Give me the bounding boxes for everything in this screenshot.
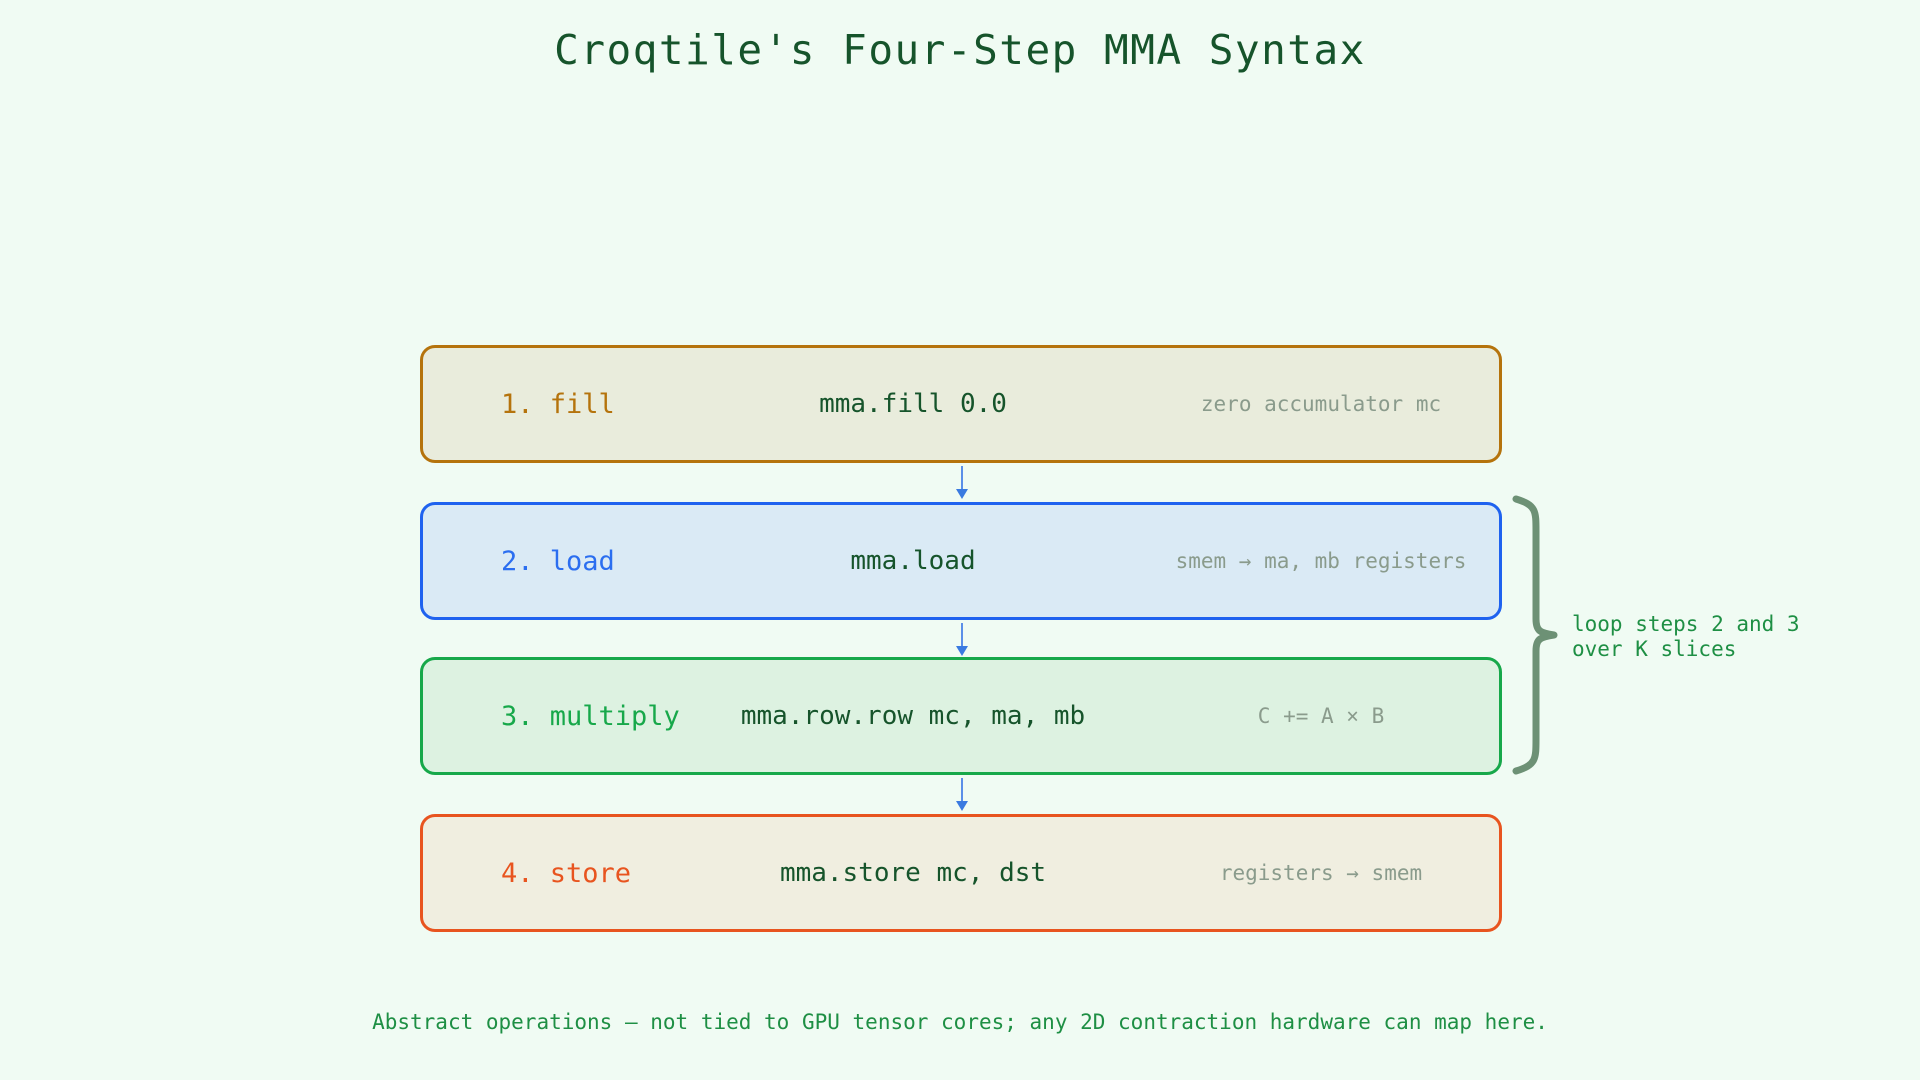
- step-label-store: 4. store: [501, 857, 632, 889]
- step-label-load: 2. load: [501, 545, 615, 577]
- step-code-fill: mma.fill 0.0: [819, 389, 1007, 419]
- step-box-store[interactable]: 4. store mma.store mc, dst registers → s…: [420, 814, 1502, 932]
- loop-annotation-line2: over K slices: [1572, 637, 1737, 661]
- down-arrow-icon-1: [956, 466, 968, 499]
- step-note-multiply: C += A × B: [1257, 704, 1385, 728]
- page-title: Croqtile's Four-Step MMA Syntax: [554, 26, 1366, 74]
- step-note-load: smem → ma, mb registers: [1175, 549, 1467, 573]
- step-box-load[interactable]: 2. load mma.load smem → ma, mb registers: [420, 502, 1502, 620]
- step-label-fill: 1. fill: [501, 388, 615, 420]
- step-box-multiply[interactable]: 3. multiply mma.row.row mc, ma, mb C += …: [420, 657, 1502, 775]
- down-arrow-icon-3: [956, 778, 968, 811]
- footer-note: Abstract operations — not tied to GPU te…: [372, 1010, 1548, 1034]
- step-note-fill: zero accumulator mc: [1200, 392, 1442, 416]
- step-code-multiply: mma.row.row mc, ma, mb: [740, 701, 1086, 731]
- down-arrow-icon-2: [956, 623, 968, 656]
- curly-brace-icon: [1512, 495, 1558, 775]
- step-note-store: registers → smem: [1219, 861, 1423, 885]
- step-code-load: mma.load: [850, 546, 976, 576]
- step-box-fill[interactable]: 1. fill mma.fill 0.0 zero accumulator mc: [420, 345, 1502, 463]
- loop-annotation-line1: loop steps 2 and 3: [1572, 612, 1800, 636]
- step-label-multiply: 3. multiply: [501, 700, 680, 732]
- step-code-store: mma.store mc, dst: [779, 858, 1047, 888]
